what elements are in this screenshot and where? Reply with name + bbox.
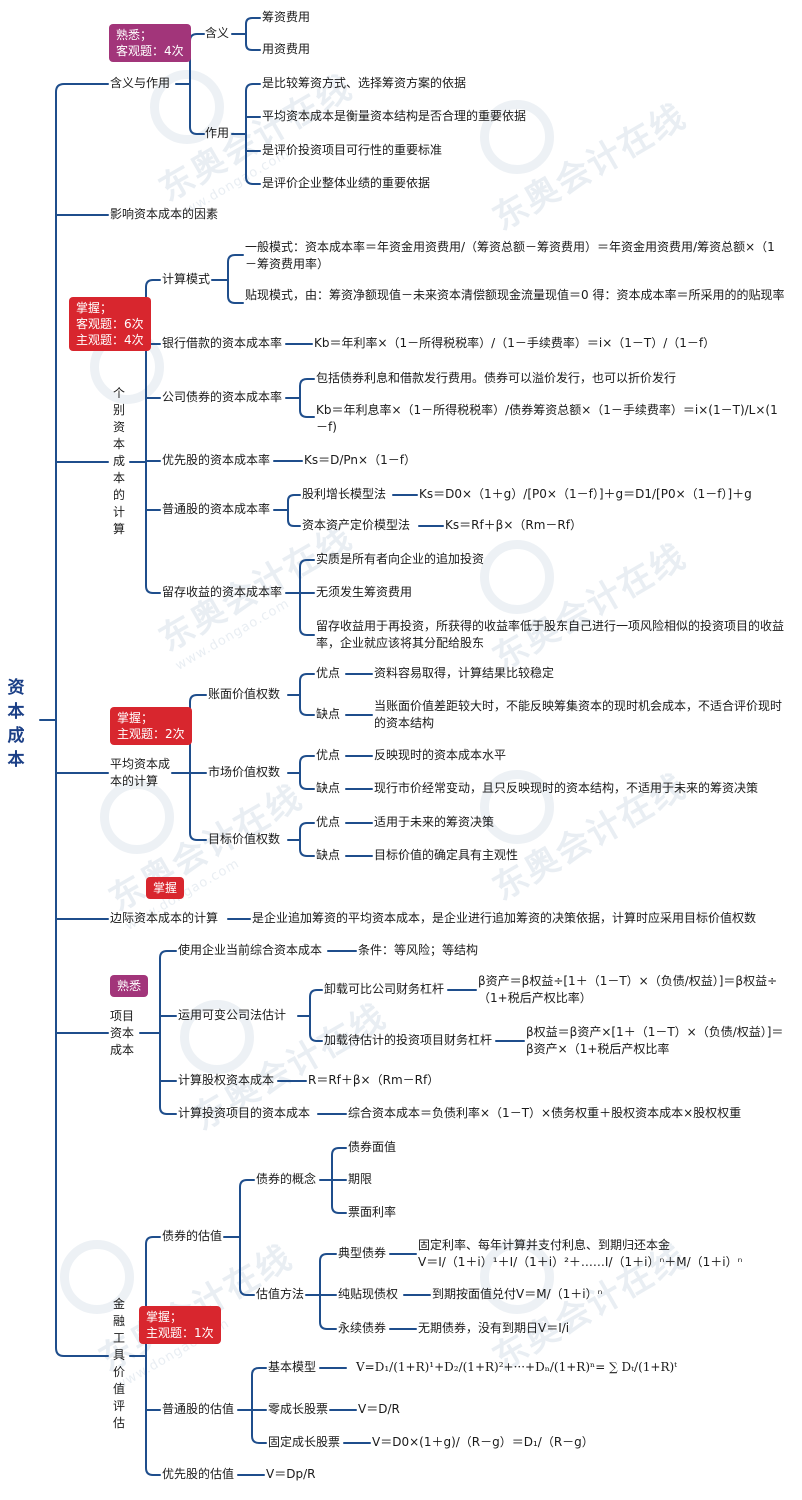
node-marginal-desc: 是企业追加筹资的平均资本成本，是企业进行追加筹资的决策依据，计算时应采用目标价值… <box>252 911 757 925</box>
node-constant-growth: 固定成长股票 <box>268 1435 341 1449</box>
node-coupon-rate: 票面利率 <box>348 1205 397 1219</box>
node-book-dis: 缺点 <box>316 707 341 721</box>
node-bond-note: 包括债券利息和借款发行费用。债券可以溢价发行，也可以折价发行 <box>316 371 677 385</box>
node-perpetual-formula: 无期债券，没有到期日V＝I/i <box>418 1321 570 1335</box>
node-retained-1: 实质是所有者向企业的追加投资 <box>316 552 485 566</box>
node-preferred-valuation: 优先股的估值 <box>162 1467 235 1481</box>
node-bank-loan: 银行借款的资本成本率 <box>162 336 283 350</box>
node-typical-bond: 典型债券 <box>338 1246 387 1260</box>
node-role-3: 是评价投资项目可行性的重要标准 <box>262 143 443 157</box>
node-use-cost: 用资费用 <box>262 42 311 56</box>
node-capm: 资本资产定价模型法 <box>302 518 411 532</box>
node-general-mode: 一般模式：资本成本率＝年资金用资费用/（筹资总额－筹资费用）＝年资金用资费用/筹… <box>245 240 775 271</box>
node-financing-cost: 筹资费用 <box>262 10 311 24</box>
node-market-dis-text: 现行市价经常变动，且只反映现时的资本结构，不适用于未来的筹资决策 <box>374 781 759 795</box>
node-market-dis: 缺点 <box>316 781 341 795</box>
node-role-4: 是评价企业整体业绩的重要依据 <box>262 176 431 190</box>
node-target-dis-text: 目标价值的确定具有主观性 <box>374 848 519 862</box>
node-target-dis: 缺点 <box>316 848 341 862</box>
node-dividend-model: 股利增长模型法 <box>302 487 387 501</box>
node-unlever: 卸载可比公司财务杠杆 <box>324 982 445 996</box>
topic-factors: 影响资本成本的因素 <box>110 207 219 221</box>
node-target-value: 目标价值权数 <box>208 832 281 846</box>
node-stock-valuation: 普通股的估值 <box>162 1402 235 1416</box>
topic-valuation: 金融工具价值评估 <box>112 1297 125 1430</box>
node-book-adv: 优点 <box>316 666 341 680</box>
node-role: 作用 <box>205 126 230 140</box>
node-discount-mode: 贴现模式，由：筹资净额现值－未来资本清偿额现金流量现值＝0 得：资本成本率＝所采… <box>245 288 785 302</box>
node-zero-formula: V＝D/R <box>358 1402 400 1416</box>
topic-marginal-cost: 边际资本成本的计算 <box>110 911 219 925</box>
node-calc-mode: 计算模式 <box>162 272 211 286</box>
topic-average-cost: 平均资本成本的计算 <box>110 757 171 788</box>
node-pure-discount: 纯贴现债权 <box>338 1287 399 1301</box>
node-relever-formula: β权益＝β资产×[1＋（1－T）×（负债/权益）]＝β资产×（1+税后产权比率 <box>526 1025 784 1056</box>
tag-master: 掌握； 主观题：1次 <box>139 1306 221 1344</box>
node-common-stock: 普通股的资本成本率 <box>162 502 271 516</box>
node-preferred-valuation-formula: V＝Dp/R <box>266 1467 316 1481</box>
node-preferred: 优先股的资本成本率 <box>162 453 271 467</box>
node-zero-growth: 零成长股票 <box>268 1402 329 1416</box>
node-bond-concept: 债券的概念 <box>256 1172 317 1186</box>
node-term: 期限 <box>348 1172 373 1186</box>
node-market-adv-text: 反映现时的资本成本水平 <box>374 748 507 762</box>
node-retained-earnings: 留存收益的资本成本率 <box>162 585 283 599</box>
node-valuation-method: 估值方法 <box>256 1287 305 1301</box>
node-market-value: 市场价值权数 <box>208 765 281 779</box>
node-use-current: 使用企业当前综合资本成本 <box>178 943 323 957</box>
node-equity-cost: 计算股权资本成本 <box>178 1073 275 1087</box>
node-meaning: 含义 <box>205 26 230 40</box>
node-book-adv-text: 资料容易取得，计算结果比较稳定 <box>374 666 555 680</box>
node-role-2: 平均资本成本是衡量资本结构是否合理的重要依据 <box>262 109 527 123</box>
node-variable-method: 运用可变公司法估计 <box>178 1008 287 1022</box>
node-unlever-formula: β资产＝β权益÷[1＋（1－T）×（负债/权益）]＝β权益÷（1+税后产权比率） <box>478 974 778 1005</box>
node-book-dis-text: 当账面价值差距较大时，不能反映筹集资本的现时机会成本，不适合评价现时的资本结构 <box>374 699 783 730</box>
node-project-formula: 综合资本成本＝负债利率×（1－T）×债务权重＋股权资本成本×股权权重 <box>348 1106 742 1120</box>
node-preferred-formula: Ks＝D/Pn×（1－f） <box>304 453 416 467</box>
node-bank-formula: Kb＝年利率×（1－所得税税率）/（1－手续费率）＝i×（1－T）/（1－f） <box>314 336 716 350</box>
node-project-cost: 计算投资项目的资本成本 <box>178 1106 311 1120</box>
node-face-value: 债券面值 <box>348 1140 397 1154</box>
node-retained-3: 留存收益用于再投资，所获得的收益率低于股东自己进行一项风险相似的投资项目的收益率… <box>316 619 785 650</box>
node-basic-formula: V=D₁/(1+R)¹+D₂/(1+R)²+···+Dₙ/(1+R)ⁿ= ∑ D… <box>356 1360 678 1374</box>
node-typical-desc: 固定利率、每年计算并支付利息、到期归还本金 <box>418 1238 671 1252</box>
tag-familiar: 熟悉 <box>110 975 149 997</box>
topic-individual-cost: 个别资本成本的计算 <box>112 386 125 536</box>
tag-familiar: 熟悉； 客观题：4次 <box>109 24 191 62</box>
root-topic: 资本成本 <box>7 678 25 770</box>
node-book-value: 账面价值权数 <box>208 687 281 701</box>
node-dividend-formula: Ks＝D0×（1＋g）/[P0×（1－f）]＋g＝D1/[P0×（1－f）]＋g <box>419 487 752 501</box>
node-target-adv-text: 适用于未来的筹资决策 <box>374 815 495 829</box>
tag-master: 掌握； 主观题：2次 <box>110 707 192 745</box>
node-bond-formula: Kb＝年利息率×（1－所得税税率）/债券筹资总额×（1－手续费率）＝i×(1－T… <box>316 403 778 434</box>
node-market-adv: 优点 <box>316 748 341 762</box>
node-pure-formula: 到期按面值兑付V＝M/（1＋i）ⁿ <box>432 1287 603 1301</box>
node-perpetual: 永续债券 <box>338 1321 387 1335</box>
node-role-1: 是比较筹资方式、选择筹资方案的依据 <box>262 76 467 90</box>
node-basic-model: 基本模型 <box>268 1360 317 1374</box>
node-capm-formula: Ks＝Rf＋β×（Rm－Rf） <box>445 518 582 532</box>
node-target-adv: 优点 <box>316 815 341 829</box>
node-retained-2: 无须发生筹资费用 <box>316 585 413 599</box>
node-bond: 公司债券的资本成本率 <box>162 390 283 404</box>
tag-master: 掌握 <box>146 877 185 899</box>
tag-master: 掌握； 客观题：6次 主观题：4次 <box>69 297 151 351</box>
node-bond-valuation: 债券的估值 <box>162 1229 223 1243</box>
node-equity-formula: R＝Rf＋β×（Rm－Rf） <box>308 1073 440 1087</box>
node-typical-formula: V＝I/（1＋i）¹＋I/（1＋i）²＋……I/（1＋i）ⁿ＋M/（1＋i）ⁿ <box>418 1255 743 1269</box>
topic-meaning-role: 含义与作用 <box>110 76 171 90</box>
node-relever: 加载待估计的投资项目财务杠杆 <box>324 1033 493 1047</box>
node-use-condition: 条件：等风险；等结构 <box>358 943 479 957</box>
node-constant-formula: V＝D0×(1＋g)/（R－g）＝D₁/（R－g） <box>372 1435 594 1449</box>
topic-project-cost: 项目资本成本 <box>110 1009 135 1057</box>
